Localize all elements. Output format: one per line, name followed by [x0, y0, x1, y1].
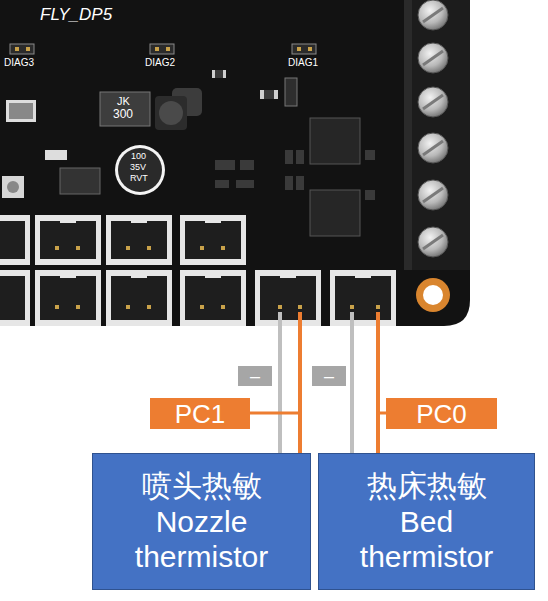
node-title: 喷头热敏 [142, 468, 262, 503]
signal-pin-tag: PC1 [150, 398, 250, 429]
silkscreen-label: DIAG3 [4, 57, 34, 68]
part-marking: 100 [131, 152, 146, 162]
part-marking: 300 [113, 108, 133, 121]
terminal-block [404, 0, 470, 270]
part-marking: RVT [130, 174, 148, 184]
part-marking: JK [117, 95, 130, 107]
node-body: Nozzle thermistor [112, 504, 292, 575]
thermistor-box: 喷头热敏Nozzle thermistor [92, 453, 311, 590]
silkscreen-label: DIAG1 [288, 57, 318, 68]
mounting-hole [416, 278, 450, 312]
pin-leader-lines [250, 412, 386, 415]
silkscreen-label: DIAG2 [145, 57, 175, 68]
thermistor-wires [280, 312, 378, 455]
node-body: Bed thermistor [337, 504, 517, 575]
capacitor [115, 145, 165, 195]
thermistor-box: 热床热敏Bed thermistor [318, 453, 535, 590]
ground-pin-tag: – [312, 366, 346, 386]
smd-components [2, 70, 375, 236]
pcb-board [0, 0, 470, 326]
board-name: FLY_DP5 [40, 6, 112, 25]
part-marking: 35V [130, 163, 146, 173]
node-title: 热床热敏 [367, 468, 487, 503]
signal-pin-tag: PC0 [386, 398, 497, 429]
ground-pin-tag: – [238, 366, 272, 386]
diag-jumpers [10, 44, 316, 54]
inductor [100, 92, 150, 126]
connector-headers [0, 215, 396, 326]
